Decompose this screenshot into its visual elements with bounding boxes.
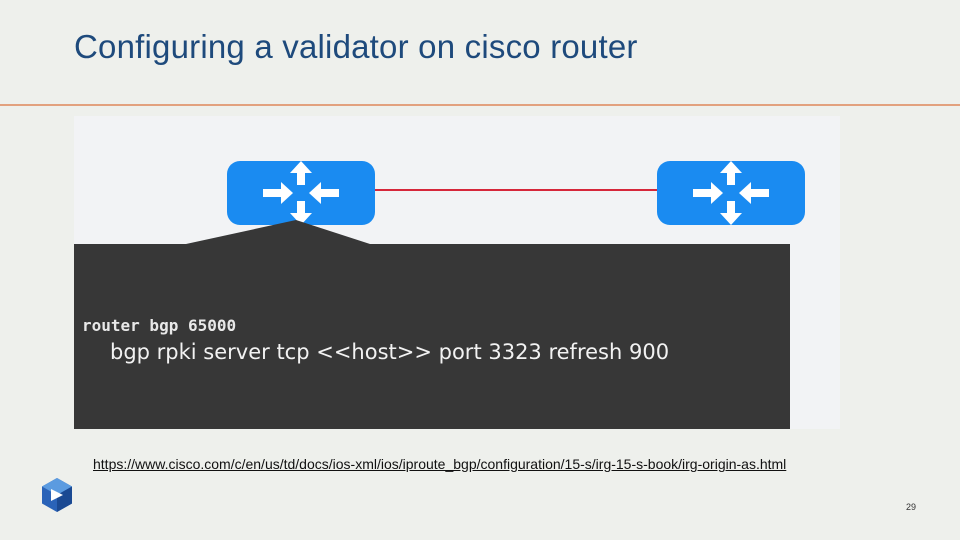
logo-icon [42,478,72,512]
command-line-2: bgp rpki server tcp <<host>> port 3323 r… [110,340,670,364]
terminal-panel [74,244,790,429]
router-link-line [374,189,659,191]
router-icon [227,161,375,225]
router-config-figure: router bgp 65000 bgp rpki server tcp <<h… [74,116,840,429]
page-number: 29 [906,502,917,512]
title-divider [0,104,960,106]
router-icon [657,161,805,225]
command-line-1: router bgp 65000 [82,316,237,335]
reference-link[interactable]: https://www.cisco.com/c/en/us/td/docs/io… [93,456,787,472]
callout-pointer [186,220,370,244]
slide-title: Configuring a validator on cisco router [74,28,638,65]
